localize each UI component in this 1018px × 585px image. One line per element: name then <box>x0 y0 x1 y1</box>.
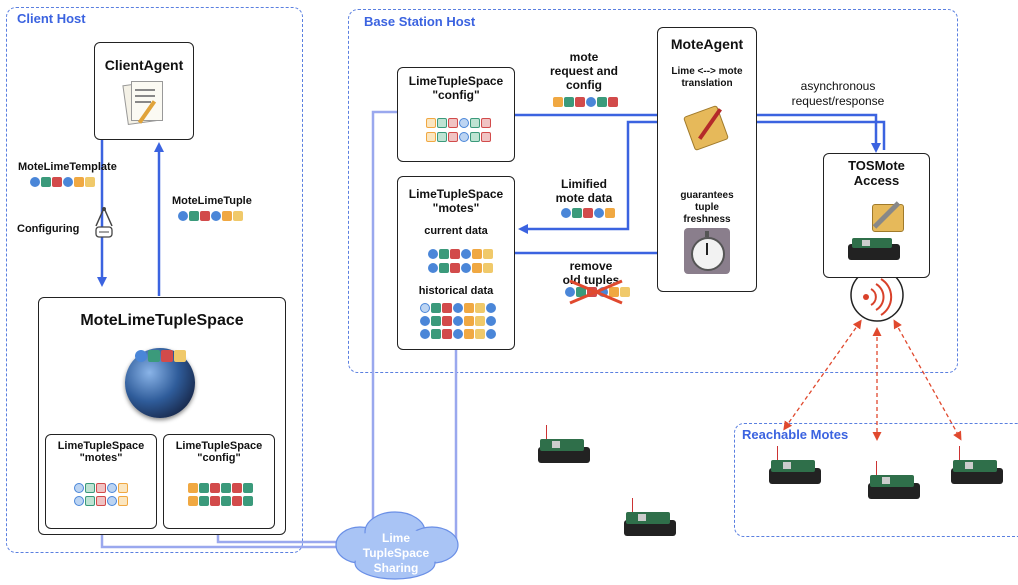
tosmote-line-1: TOSMote <box>848 158 905 173</box>
client-config-tuplespace-box: LimeTupleSpace "config" <box>163 434 275 529</box>
pipe-motes-to-cloud <box>430 350 458 547</box>
remove-line-1: remove <box>569 259 613 273</box>
guarantees-line-2: tuple <box>695 202 719 213</box>
stopwatch-icon <box>684 228 730 274</box>
current-data-tiles-1 <box>428 249 493 259</box>
client-motes-tiles-1 <box>74 483 128 493</box>
tosmote-line-2: Access <box>853 173 900 188</box>
base-station-host-title: Base Station Host <box>364 14 476 29</box>
async-label: asynchronous request/response <box>783 79 893 109</box>
mote-request-label: mote request and config <box>540 50 628 92</box>
mote-board-icon <box>848 234 900 262</box>
historical-tiles-3 <box>420 329 496 339</box>
tuple-tiles <box>178 211 243 221</box>
async-line-1: asynchronous <box>800 79 876 93</box>
limified-line-2: mote data <box>555 191 613 205</box>
client-motes-ts-name: "motes" <box>79 452 123 464</box>
client-agent-title: ClientAgent <box>104 57 184 73</box>
reachable-motes-title: Reachable Motes <box>742 427 849 442</box>
historical-tiles-1 <box>420 303 496 313</box>
mote-request-line-1: mote <box>569 50 599 64</box>
arrow-tosmote-to-motes <box>518 120 886 234</box>
client-host-title: Client Host <box>17 11 86 26</box>
template-label: MoteLimeTemplate <box>18 161 117 173</box>
motes-ts-title: LimeTupleSpace <box>408 187 504 201</box>
mote-agent-title: MoteAgent <box>670 36 744 52</box>
tosmote-access-box: TOSMote Access <box>823 153 930 278</box>
mote-agent-box: MoteAgent Lime <--> mote translation gua… <box>657 27 757 292</box>
historical-data-label: historical data <box>418 285 494 297</box>
cloud-line-3: Sharing <box>373 561 419 575</box>
link-radio-mote-3 <box>893 319 962 441</box>
limified-line-1: Limified <box>560 177 607 191</box>
config-ts-tiles-2 <box>426 132 491 142</box>
limified-tiles <box>561 208 615 218</box>
remove-tiles <box>565 287 630 297</box>
translation-line-2: translation <box>681 78 733 89</box>
configuring-icon <box>92 206 116 240</box>
radio-icon <box>850 268 904 322</box>
cloud-label: Lime TupleSpace Sharing <box>346 531 446 576</box>
arrow-config-to-tosmote <box>515 113 881 153</box>
guarantees-line-3: freshness <box>683 214 731 225</box>
client-host-region <box>6 7 303 553</box>
current-data-tiles-2 <box>428 263 493 273</box>
client-motes-tuplespace-box: LimeTupleSpace "motes" <box>45 434 157 529</box>
pipe-client-motes-to-cloud <box>100 530 343 549</box>
tools-icon <box>868 198 908 234</box>
translation-line-1: Lime <--> mote <box>671 66 743 77</box>
configuring-label: Configuring <box>17 223 80 235</box>
mote-request-line-3: config <box>566 78 602 92</box>
notepad-tool-icon <box>682 104 730 152</box>
motes-tuplespace-box: LimeTupleSpace "motes" current data hist… <box>397 176 515 350</box>
client-motes-tiles-2 <box>74 496 128 506</box>
pipe-config-to-cloud <box>350 110 397 542</box>
mote-device-icon <box>949 446 1005 486</box>
historical-tiles-2 <box>420 316 496 326</box>
current-data-label: current data <box>424 225 488 237</box>
config-ts-name: "config" <box>432 88 480 102</box>
mote-lime-tuplespace-title: MoteLimeTupleSpace <box>80 312 244 329</box>
template-tiles <box>30 177 95 187</box>
limified-label: Limified mote data <box>548 177 620 205</box>
globe-tiles <box>135 350 186 362</box>
mote-device-icon <box>767 446 823 486</box>
config-tuplespace-box: LimeTupleSpace "config" <box>397 67 515 162</box>
mote-device-icon <box>536 425 592 465</box>
cloud-line-2: TupleSpace <box>362 546 430 560</box>
base-station-host-region <box>348 9 958 373</box>
client-config-ts-name: "config" <box>197 452 241 464</box>
cloud-shape <box>335 511 459 580</box>
mote-request-tiles <box>553 97 618 107</box>
client-agent-icon <box>122 79 165 126</box>
tuple-label: MoteLimeTuple <box>172 195 252 207</box>
async-line-2: request/response <box>791 94 885 108</box>
guarantees-line-1: guarantees <box>680 190 734 201</box>
motes-ts-name: "motes" <box>432 201 480 215</box>
mote-lime-tuplespace-box: MoteLimeTupleSpace LimeTupleSpace "motes… <box>38 297 286 535</box>
config-ts-tiles-1 <box>426 118 491 128</box>
mote-device-icon <box>622 498 678 538</box>
client-config-tiles-2 <box>188 496 253 506</box>
mote-device-icon <box>866 461 922 501</box>
mote-request-line-2: request and <box>549 64 618 78</box>
remove-cross-icon <box>568 279 624 305</box>
link-radio-mote-1 <box>783 319 862 431</box>
client-agent-box: ClientAgent <box>94 42 194 140</box>
client-motes-ts-title: LimeTupleSpace <box>57 440 145 452</box>
cloud-line-1: Lime <box>381 531 410 545</box>
config-ts-title: LimeTupleSpace <box>408 74 504 88</box>
client-config-tiles-1 <box>188 483 253 493</box>
client-config-ts-title: LimeTupleSpace <box>175 440 263 452</box>
